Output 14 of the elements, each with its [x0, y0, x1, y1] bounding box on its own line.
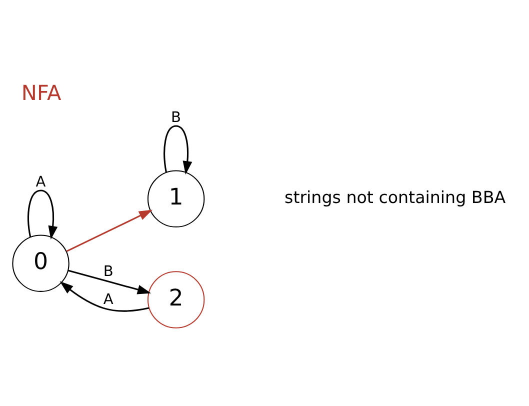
node-circle: 1 — [147, 170, 205, 227]
edge-label: A — [103, 290, 114, 308]
arrow — [60, 280, 150, 312]
arrow — [28, 189, 58, 240]
arrow — [68, 269, 152, 294]
edge-label: B — [103, 262, 114, 280]
diagram-title: NFA — [21, 80, 62, 104]
edge-label: B — [171, 108, 182, 126]
node-circle: 2 — [147, 270, 205, 328]
arrow — [164, 124, 192, 174]
caption: strings not containing BBA — [284, 187, 506, 206]
edge-label: A — [36, 173, 46, 190]
node-circle: 0 — [12, 234, 70, 292]
arrow — [66, 209, 153, 252]
